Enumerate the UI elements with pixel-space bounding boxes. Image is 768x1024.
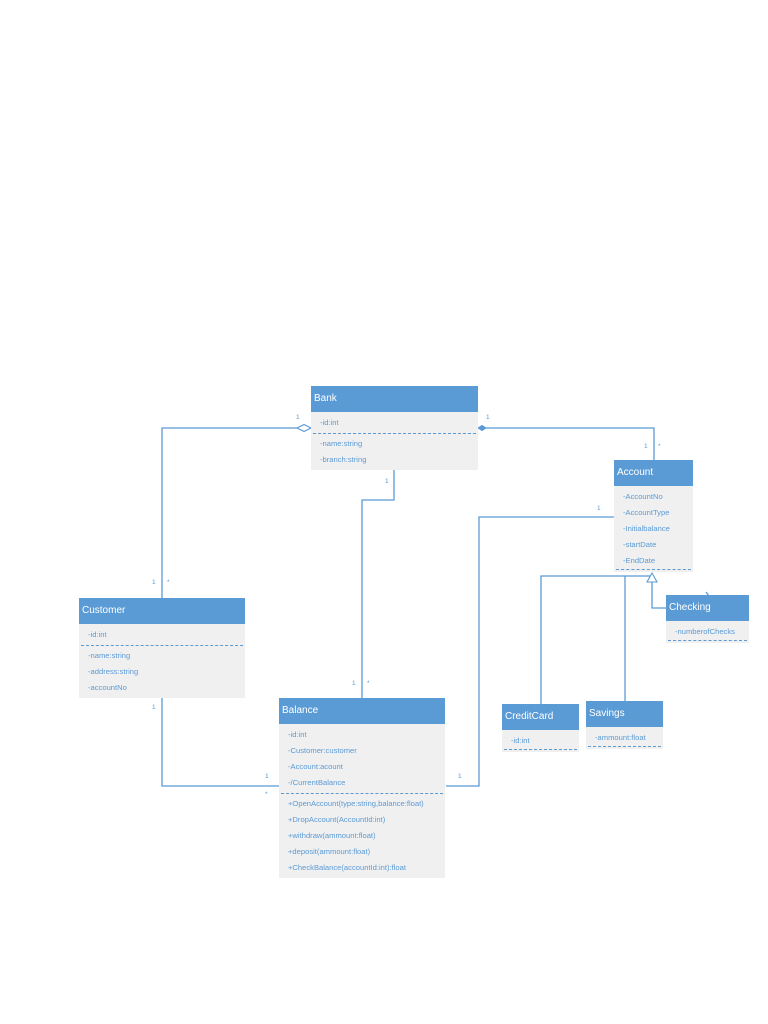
- attribute: -/CurrentBalance: [288, 778, 346, 787]
- attribute: -numberofChecks: [675, 627, 735, 636]
- multiplicity-label: 1: [644, 443, 648, 450]
- class-title: Checking: [666, 595, 749, 621]
- class-title: Balance: [279, 698, 445, 724]
- composition-diamond: [477, 424, 487, 432]
- attribute: -AccountNo: [623, 492, 663, 501]
- attribute: -Initialbalance: [623, 524, 670, 533]
- operation: +withdraw(ammount:float): [288, 831, 376, 840]
- class-title: Account: [614, 460, 693, 486]
- bank-customer-association: [161, 427, 297, 598]
- class-savings: Savings -ammount:float: [586, 701, 663, 749]
- attribute: -id:int: [511, 736, 530, 745]
- divider: [504, 749, 577, 750]
- class-body: -id:int -name:string -branch:string: [311, 412, 478, 470]
- operation: +OpenAccount(type:string,balance:float): [288, 799, 424, 808]
- class-bank: Bank -id:int -name:string -branch:string: [311, 386, 478, 470]
- multiplicity-label: *: [658, 443, 661, 450]
- customer-balance-association: [161, 696, 279, 787]
- attribute: -id:int: [88, 630, 107, 639]
- multiplicity-label: 1: [486, 414, 490, 421]
- class-body: -ammount:float: [586, 727, 663, 749]
- multiplicity-label: *: [265, 791, 268, 798]
- generalization-creditcard: [540, 575, 652, 704]
- class-body: -id:int -Customer:customer -Account:acou…: [279, 724, 445, 878]
- attribute: -Account:acount: [288, 762, 343, 771]
- attribute: -ammount:float: [595, 733, 646, 742]
- class-title: Customer: [79, 598, 245, 624]
- class-body: -id:int -name:string -address:string -ac…: [79, 624, 245, 698]
- class-balance: Balance -id:int -Customer:customer -Acco…: [279, 698, 445, 878]
- attribute: -accountNo: [88, 683, 127, 692]
- multiplicity-label: *: [167, 579, 170, 586]
- attribute: -name:string: [88, 651, 131, 660]
- class-title: Savings: [586, 701, 663, 727]
- divider: [668, 640, 747, 641]
- class-body: -AccountNo -AccountType -Initialbalance …: [614, 486, 693, 572]
- multiplicity-label: 1: [152, 704, 156, 711]
- multiplicity-label: 1: [385, 478, 389, 485]
- divider: [281, 793, 443, 794]
- attribute: -EndDate: [623, 556, 656, 565]
- operation: +DropAccount(AccountId:int): [288, 815, 386, 824]
- operation: +deposit(ammount:float): [288, 847, 371, 856]
- attribute: -startDate: [623, 540, 657, 549]
- balance-account-association: [446, 516, 614, 787]
- class-title: Bank: [311, 386, 478, 412]
- multiplicity-label: 1: [265, 773, 269, 780]
- bank-balance-association: [361, 469, 395, 698]
- divider: [313, 433, 476, 434]
- divider: [588, 746, 661, 747]
- attribute: -id:int: [320, 418, 339, 427]
- multiplicity-label: 1: [352, 680, 356, 687]
- multiplicity-label: *: [367, 680, 370, 687]
- divider: [81, 645, 243, 646]
- class-customer: Customer -id:int -name:string -address:s…: [79, 598, 245, 698]
- class-body: -id:int: [502, 730, 579, 752]
- attribute: -branch:string: [320, 455, 367, 464]
- attribute: -name:string: [320, 439, 363, 448]
- multiplicity-label: 1: [152, 579, 156, 586]
- divider: [616, 569, 691, 570]
- multiplicity-label: 1: [597, 505, 601, 512]
- attribute: -address:string: [88, 667, 139, 676]
- class-body: -numberofChecks: [666, 621, 749, 643]
- attribute: -id:int: [288, 730, 307, 739]
- class-creditcard: CreditCard -id:int: [502, 704, 579, 752]
- generalization-checking: [651, 582, 668, 609]
- attribute: -Customer:customer: [288, 746, 357, 755]
- generalization-arrowhead: [646, 571, 658, 583]
- aggregation-diamond: [295, 423, 313, 433]
- class-title: CreditCard: [502, 704, 579, 730]
- class-account: Account -AccountNo -AccountType -Initial…: [614, 460, 693, 572]
- attribute: -AccountType: [623, 508, 670, 517]
- bank-account-association: [486, 427, 655, 461]
- multiplicity-label: 1: [458, 773, 462, 780]
- multiplicity-label: 1: [296, 414, 300, 421]
- class-checking: Checking -numberofChecks: [666, 595, 749, 643]
- operation: +CheckBalance(accountId:int):float: [288, 863, 406, 872]
